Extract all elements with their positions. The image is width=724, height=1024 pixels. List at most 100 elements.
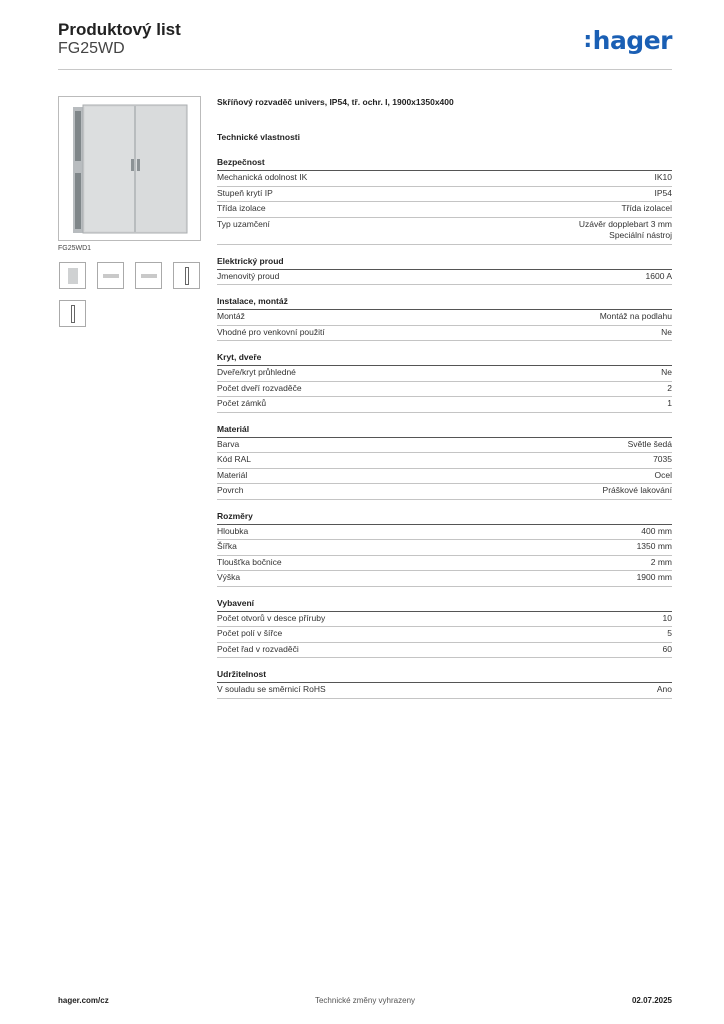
product-description: Skříňový rozvaděč univers, IP54, tř. och… <box>217 97 454 107</box>
spec-row: Počet polí v šířce 5 <box>217 627 672 643</box>
hager-logo: :hager <box>583 26 672 55</box>
spec-value: 2 <box>667 383 672 395</box>
cabinet-image <box>73 104 188 234</box>
spec-value-line: 10 <box>662 612 672 623</box>
spec-label: Počet polí v šířce <box>217 628 283 638</box>
spec-label: Dveře/kryt průhledné <box>217 367 296 377</box>
spec-value: Ne <box>661 327 672 339</box>
spec-value-line: 400 mm <box>641 525 672 536</box>
spec-label: Tloušťka bočnice <box>217 556 282 567</box>
spec-value-line: 5 <box>667 628 672 638</box>
spec-row: Jmenovitý proud 1600 A <box>217 270 672 285</box>
section-title: Elektrický proud <box>217 255 672 270</box>
spec-label: Počet zámků <box>217 398 267 408</box>
section-title: Materiál <box>217 423 672 438</box>
spec-label: Počet dveří rozvaděče <box>217 382 302 393</box>
section-title: Bezpečnost <box>217 156 672 171</box>
spec-row: Montáž Montáž na podlahu <box>217 310 672 326</box>
spec-value: Světle šedá <box>628 439 672 451</box>
spec-value-line: Ano <box>656 684 672 694</box>
spec-row: Tloušťka bočnice 2 mm <box>217 556 672 571</box>
spec-value: 10 <box>663 613 672 625</box>
section-title: Kryt, dveře <box>217 351 672 366</box>
section-title: Rozměry <box>217 510 672 525</box>
spec-label: Šířka <box>217 541 237 551</box>
spec-value: Ano <box>657 684 672 696</box>
spec-row: Šířka 1350 mm <box>217 540 672 556</box>
spec-value-line: 60 <box>662 643 672 654</box>
spec-label: Montáž <box>217 311 245 321</box>
spec-value-line: IK10 <box>654 172 673 182</box>
spec-value-line: Třída izolacel <box>621 203 672 213</box>
spec-label: Jmenovitý proud <box>217 270 280 281</box>
spec-value: 1900 mm <box>637 572 672 584</box>
spec-label: Povrch <box>217 485 244 495</box>
spec-row: Počet dveří rozvaděče 2 <box>217 382 672 397</box>
spec-row: Povrch Práškové lakování <box>217 484 672 500</box>
spec-value-line: Práškové lakování <box>602 485 672 495</box>
thumbnail-front[interactable] <box>59 262 86 289</box>
product-image[interactable] <box>58 96 201 241</box>
section-title: Udržitelnost <box>217 668 672 683</box>
spec-label: Hloubka <box>217 525 249 536</box>
spec-label: Barva <box>217 438 240 449</box>
footer-website-link[interactable]: hager.com/cz <box>58 996 109 1005</box>
spec-value-line: Speciální nástroj <box>609 230 672 240</box>
spec-label: Kód RAL <box>217 454 252 464</box>
spec-value: IK10 <box>655 172 673 184</box>
spec-value: 1350 mm <box>637 541 672 553</box>
spec-value-line: 1600 A <box>645 270 672 281</box>
spec-row: Počet otvorů v desce příruby 10 <box>217 612 672 627</box>
thumbnail-top[interactable] <box>97 262 124 289</box>
spec-row: Dveře/kryt průhledné Ne <box>217 366 672 382</box>
spec-value: Práškové lakování <box>603 485 672 497</box>
spec-value-line: Montáž na podlahu <box>599 311 672 321</box>
spec-value: 1 <box>667 398 672 410</box>
spec-row: Kód RAL 7035 <box>217 453 672 469</box>
spec-row: Výška 1900 mm <box>217 571 672 587</box>
spec-value: 2 mm <box>651 557 672 569</box>
product-code: FG25WD <box>58 40 125 57</box>
page-header: Produktový list FG25WD :hager <box>58 20 673 70</box>
spec-value-line: 7035 <box>653 454 672 464</box>
spec-value: 7035 <box>653 454 672 466</box>
spec-value-line: Ne <box>661 326 672 337</box>
spec-value-line: 2 <box>667 382 672 393</box>
spec-value-line: 2 mm <box>650 556 672 567</box>
spec-value-line: 1 <box>667 398 672 408</box>
document-title: Produktový list <box>58 20 181 39</box>
spec-label: Počet otvorů v desce příruby <box>217 612 326 623</box>
thumbnail-profile[interactable] <box>173 262 200 289</box>
spec-value: 60 <box>663 644 672 656</box>
spec-label: Třída izolace <box>217 203 266 213</box>
footer-notice: Technické změny vyhrazeny <box>314 996 416 1005</box>
spec-value: Třída izolacel <box>621 203 672 215</box>
spec-value-line: Uzávěr dopplebart 3 mm <box>578 218 672 229</box>
spec-value-line: Ne <box>661 367 672 377</box>
spec-value-line: 1350 mm <box>636 541 672 551</box>
spec-value: Ne <box>661 367 672 379</box>
spec-value: IP54 <box>655 188 673 200</box>
spec-value-line: IP54 <box>654 187 673 198</box>
spec-label: Výška <box>217 572 241 582</box>
thumbnail-side[interactable] <box>135 262 162 289</box>
spec-value: 5 <box>667 628 672 640</box>
spec-row: Třída izolace Třída izolacel <box>217 202 672 218</box>
section-title: Instalace, montáž <box>217 295 672 310</box>
image-caption: FG25WD1 <box>58 245 92 252</box>
thumbnail-detail[interactable] <box>59 300 86 327</box>
header-divider <box>58 69 672 70</box>
